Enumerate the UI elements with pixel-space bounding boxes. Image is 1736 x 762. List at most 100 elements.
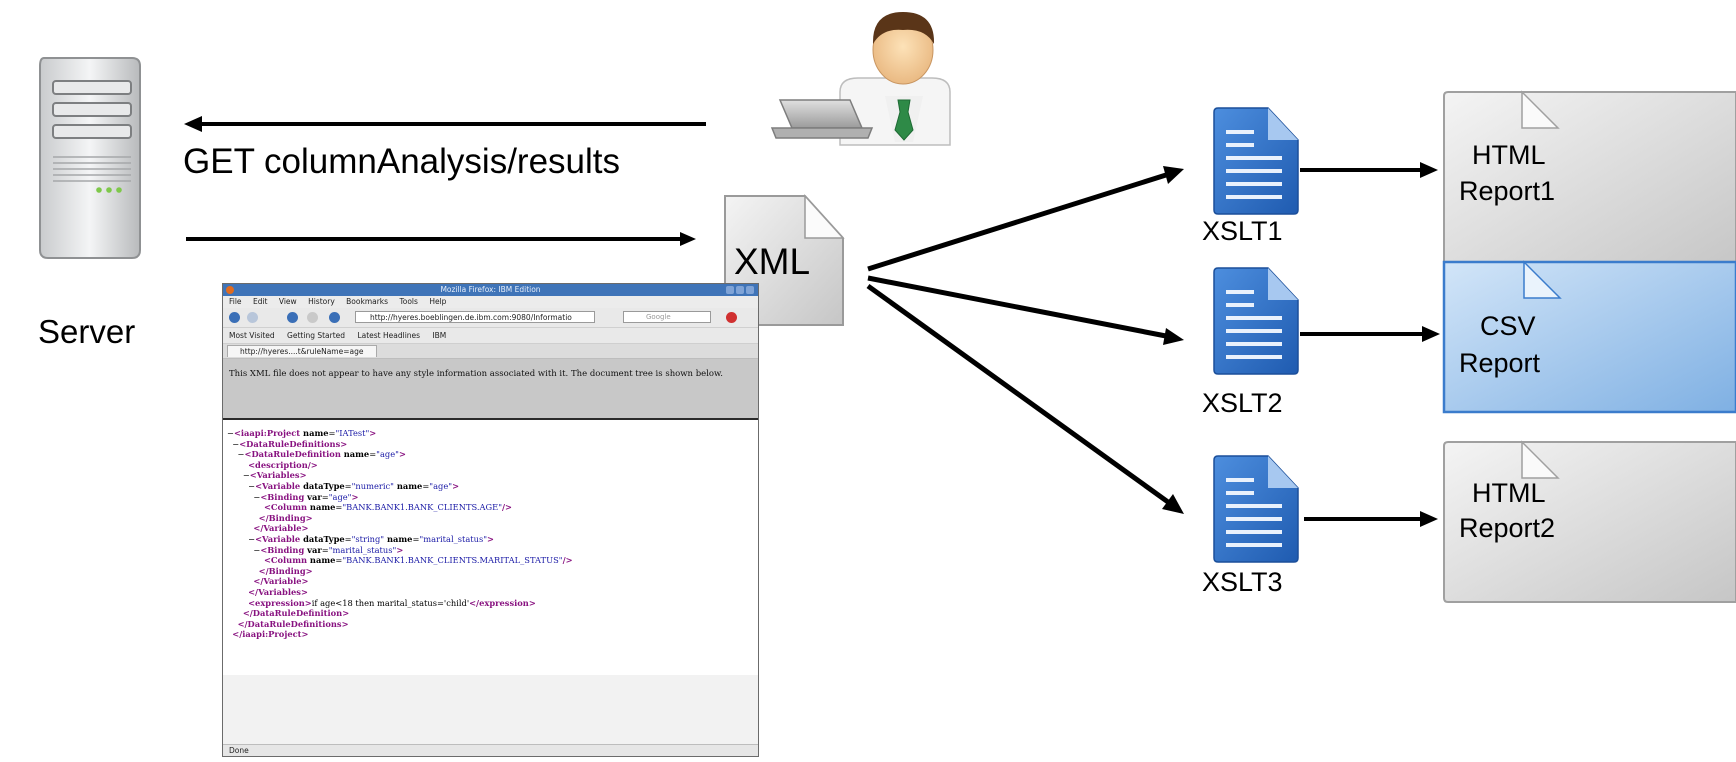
- xml-token: =: [344, 533, 352, 544]
- xml-token: [227, 576, 253, 586]
- xml-token: "age": [429, 480, 453, 491]
- xml-token: =: [344, 480, 352, 491]
- report2-label-line2: Report2: [1459, 513, 1556, 543]
- xml-token: [227, 619, 238, 629]
- xml-token: "BANK.BANK1.BANK_CLIENTS.MARITAL_STATUS": [342, 555, 563, 566]
- back-icon[interactable]: [229, 312, 240, 323]
- xml-line: <Column name="BANK.BANK1.BANK_CLIENTS.AG…: [227, 502, 758, 513]
- browser-window: Mozilla Firefox: IBM Edition File Edit V…: [222, 283, 759, 757]
- arrow-xslt3-to-report2: [1304, 511, 1438, 527]
- xml-token: <Binding: [260, 491, 308, 502]
- menu-help[interactable]: Help: [429, 297, 447, 306]
- menu-edit[interactable]: Edit: [252, 297, 268, 306]
- xml-token: =: [369, 449, 377, 460]
- xml-token: if age<18 then marital_status='child': [311, 597, 470, 608]
- reload-icon[interactable]: [287, 312, 298, 323]
- browser-tab[interactable]: http://hyeres....t&ruleName=age: [227, 345, 377, 357]
- xml-doc-label: XML: [734, 241, 811, 282]
- xml-token: <DataRuleDefinition: [244, 449, 344, 460]
- xml-token: −: [227, 544, 261, 555]
- xslt2-icon: [1213, 267, 1299, 375]
- xml-token: >: [396, 544, 404, 555]
- xml-line: <description/>: [227, 460, 758, 471]
- bookmark-latest-headlines[interactable]: Latest Headlines: [357, 331, 421, 340]
- xml-token: "IATest": [335, 428, 370, 438]
- xml-token: −: [227, 428, 234, 438]
- xml-token: [227, 523, 253, 533]
- xml-token: <Column: [263, 502, 310, 513]
- minimize-icon[interactable]: [726, 286, 734, 294]
- menu-view[interactable]: View: [278, 297, 297, 306]
- xml-token: var: [307, 544, 322, 555]
- xml-token: >: [351, 491, 359, 502]
- xml-token: <Binding: [260, 544, 308, 555]
- stop-icon[interactable]: [307, 312, 318, 323]
- xml-token: dataType: [303, 533, 345, 544]
- xml-token: =: [422, 480, 430, 491]
- bookmark-most-visited[interactable]: Most Visited: [229, 331, 275, 340]
- arrow-xml-to-xslt1: [867, 166, 1184, 272]
- xml-token: name: [309, 555, 336, 566]
- forward-icon[interactable]: [247, 312, 258, 323]
- xml-token: "numeric": [351, 480, 394, 491]
- report1-label-line2: Report1: [1459, 176, 1556, 206]
- xml-token: <Variable: [255, 533, 304, 544]
- xml-token: [227, 566, 259, 576]
- xml-token: =: [321, 491, 329, 502]
- user-laptop-icon: [770, 12, 951, 146]
- xml-token: >: [452, 480, 460, 491]
- bookmark-ibm[interactable]: IBM: [432, 331, 447, 340]
- search-box[interactable]: Google: [623, 311, 711, 323]
- xml-token: </Variable>: [253, 523, 309, 534]
- xml-token: dataType: [303, 480, 345, 491]
- maximize-icon[interactable]: [736, 286, 744, 294]
- xml-line: −<Variables>: [227, 470, 758, 481]
- xml-line: <Column name="BANK.BANK1.BANK_CLIENTS.MA…: [227, 555, 758, 566]
- xml-token: <Variable: [255, 480, 304, 491]
- report1-label-line1: HTML: [1472, 140, 1546, 170]
- close-icon[interactable]: [746, 286, 754, 294]
- arrow-xml-to-xslt3: [866, 283, 1184, 514]
- xml-token: −: [227, 533, 256, 544]
- xml-line: −<DataRuleDefinition name="age">: [227, 449, 758, 460]
- xml-token: =: [321, 544, 329, 555]
- xml-token: </Binding>: [258, 512, 313, 523]
- xml-token: </DataRuleDefinition>: [242, 608, 350, 619]
- xml-line: </DataRuleDefinition>: [227, 608, 758, 619]
- xslt1-label: XSLT1: [1202, 216, 1283, 246]
- xml-line: </DataRuleDefinitions>: [227, 619, 758, 630]
- report2-label-line1: HTML: [1472, 478, 1546, 508]
- bookmarks-toolbar: Most Visited Getting Started Latest Head…: [223, 328, 758, 344]
- status-bar: Done: [223, 744, 758, 756]
- xml-line: −<Binding var="age">: [227, 492, 758, 503]
- xml-token: [227, 598, 248, 608]
- xml-token: −: [227, 470, 250, 481]
- xml-token: −: [227, 491, 261, 502]
- menu-tools[interactable]: Tools: [399, 297, 418, 306]
- xslt3-icon: [1213, 455, 1299, 563]
- xml-token: name: [393, 480, 423, 491]
- adblock-icon[interactable]: [726, 312, 737, 323]
- xml-token: name: [309, 502, 336, 513]
- xml-token: </Variable>: [253, 576, 309, 587]
- menu-bookmarks[interactable]: Bookmarks: [346, 297, 389, 306]
- xml-token: </Binding>: [258, 565, 313, 576]
- xml-token: [227, 513, 259, 523]
- bookmark-getting-started[interactable]: Getting Started: [287, 331, 346, 340]
- xml-token: />: [562, 555, 573, 566]
- menu-file[interactable]: File: [229, 297, 242, 306]
- xml-token: <Column: [263, 555, 310, 566]
- xml-token: −: [227, 480, 256, 491]
- xml-token: "BANK.BANK1.BANK_CLIENTS.AGE": [342, 502, 503, 513]
- home-icon[interactable]: [329, 312, 340, 323]
- menu-history[interactable]: History: [308, 297, 335, 306]
- xml-token: "age": [376, 449, 399, 460]
- xml-token: </iaapi:Project>: [232, 629, 309, 640]
- xml-token: =: [335, 555, 343, 566]
- xml-token: =: [412, 533, 420, 544]
- url-bar[interactable]: http://hyeres.boeblingen.de.ibm.com:9080…: [355, 311, 595, 323]
- server-icon: [39, 57, 141, 259]
- xml-token: −: [227, 449, 245, 460]
- xslt1-icon: [1213, 107, 1299, 215]
